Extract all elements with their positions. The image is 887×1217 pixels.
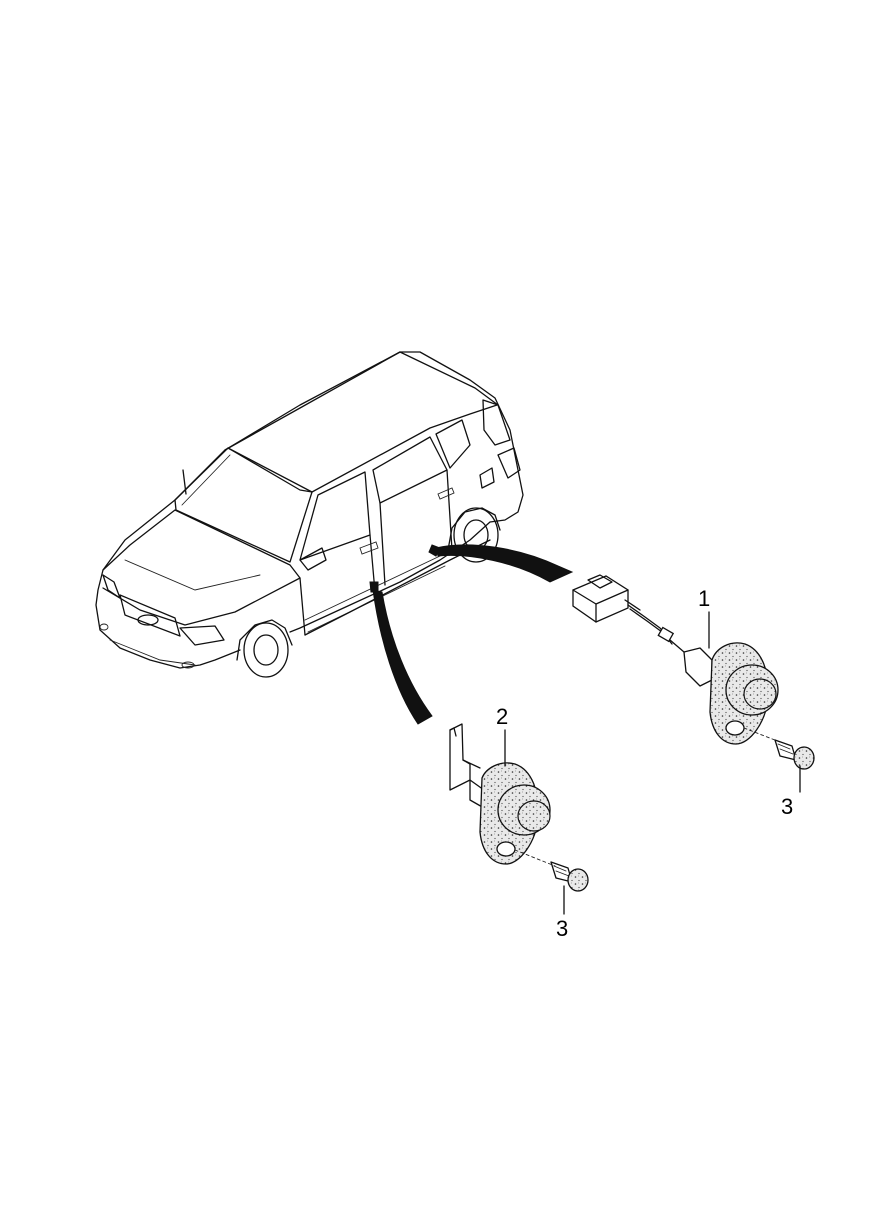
door-switch-2: [449, 723, 556, 867]
wire-connector: [572, 574, 685, 653]
callout-part-1: 1: [698, 586, 711, 611]
screw-right: [774, 739, 815, 793]
door-switch-1: [683, 642, 781, 745]
callout-screw-left: 3: [556, 916, 569, 941]
pointer-arrow-front: [369, 581, 433, 725]
vehicle-illustration: [95, 351, 524, 678]
callout-part-2: 2: [496, 704, 509, 729]
pointer-arrow-rear: [428, 544, 574, 583]
screw-left: [550, 861, 589, 915]
callout-screw-right: 3: [781, 794, 794, 819]
